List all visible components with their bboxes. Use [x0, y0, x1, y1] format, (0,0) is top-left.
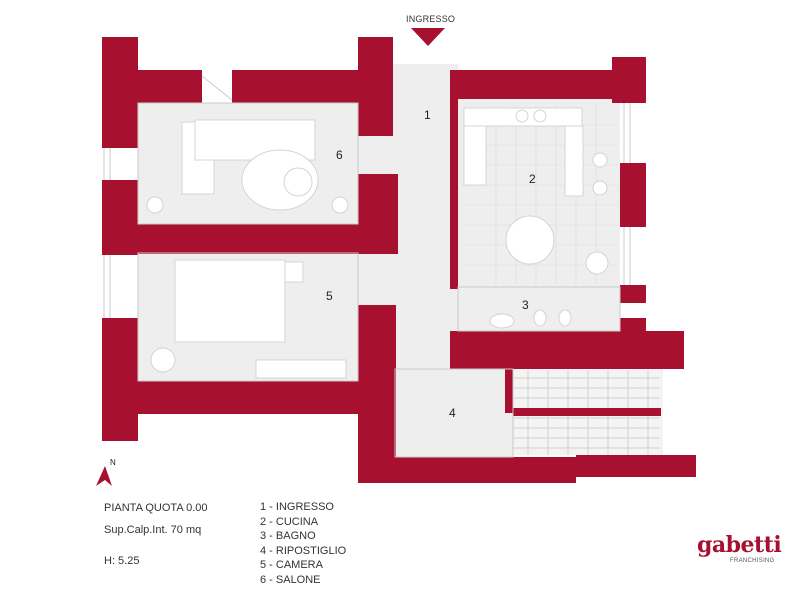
legend-item: 6 - SALONE	[260, 573, 321, 586]
surface-area: Sup.Calp.Int. 70 mq	[104, 524, 202, 536]
round-table	[283, 167, 313, 197]
plant-2	[331, 196, 349, 214]
bed	[174, 259, 286, 343]
entrance-arrow-icon	[411, 28, 445, 46]
legend-item: 1 - INGRESSO	[260, 501, 334, 513]
washbasin	[489, 313, 515, 329]
walls	[102, 37, 696, 483]
north-label: N	[110, 458, 116, 467]
kitchen-island	[564, 125, 584, 197]
stool-2	[592, 180, 608, 196]
kitchen-plant	[585, 251, 609, 275]
furniture	[146, 107, 609, 379]
chair	[150, 347, 176, 373]
room-number-2: 2	[529, 172, 536, 186]
plant-1	[146, 196, 164, 214]
bedside	[284, 261, 304, 283]
brand-name: gabetti	[697, 532, 782, 558]
plan-title: PIANTA QUOTA 0.00	[104, 502, 208, 514]
bidet	[558, 309, 572, 327]
legend-item: 2 - CUCINA	[260, 515, 319, 528]
room-number-4: 4	[449, 406, 456, 420]
entrance-label: INGRESSO	[406, 14, 456, 24]
brand-tagline: FRANCHISING	[730, 558, 775, 564]
room-number-5: 5	[326, 289, 333, 303]
sink-1	[515, 109, 529, 123]
room-outlines	[137, 102, 621, 458]
legend-item: 4 - RIPOSTIGLIO	[260, 544, 347, 557]
brand-logo: gabetti FRANCHISING	[697, 532, 787, 572]
room-number-3: 3	[522, 298, 529, 312]
kitchen-counter	[463, 124, 487, 186]
room-number-1: 1	[424, 108, 431, 122]
north-arrow-icon	[96, 466, 112, 486]
stool-1	[592, 152, 608, 168]
ceiling-height: H: 5.25	[104, 555, 140, 567]
room-legend: 1 - INGRESSO 2 - CUCINA 3 - BAGNO 4 - RI…	[260, 500, 346, 588]
wardrobe	[255, 359, 347, 379]
sink-2	[533, 109, 547, 123]
legend-item: 5 - CAMERA	[260, 559, 323, 572]
toilet	[533, 309, 547, 327]
legend-item: 3 - BAGNO	[260, 530, 316, 543]
room-4-floor	[395, 369, 513, 457]
dining-table	[505, 215, 555, 265]
windows	[103, 75, 631, 318]
room-number-6: 6	[336, 148, 343, 162]
